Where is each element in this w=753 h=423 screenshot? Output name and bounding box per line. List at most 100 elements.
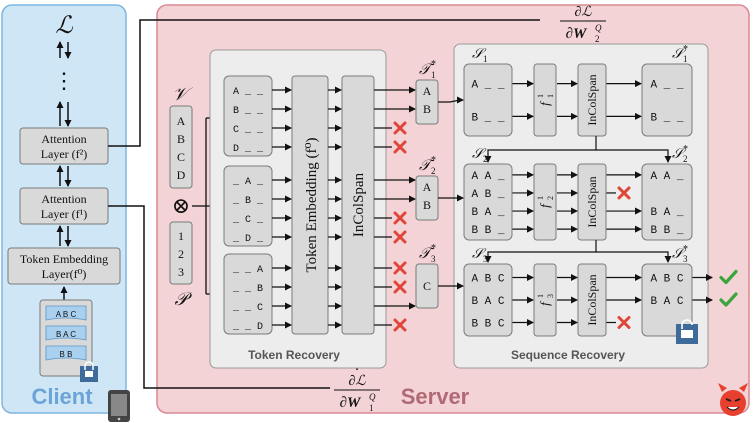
seq-output-item: B A _ <box>650 207 683 219</box>
token-candidate: _ B _ <box>232 196 264 207</box>
token-embedding-label: Token Embedding (f⁰) <box>304 138 320 273</box>
seq-input-item: B A _ <box>471 207 504 219</box>
seq-input-item: A B _ <box>471 189 504 201</box>
token-recovery-title: Token Recovery <box>248 348 340 362</box>
client-label: Client <box>31 384 93 409</box>
check-icon <box>719 269 738 285</box>
position-item-2: 2 <box>178 247 184 261</box>
gradient-bottom-label: ∂ℒ ∂W Q 1 <box>334 374 380 413</box>
token-candidate: _ A _ <box>232 177 264 188</box>
seq-output-box <box>641 263 693 337</box>
t-set-sup: * <box>431 155 436 166</box>
seq-incolspan-label: InColSpan <box>585 74 599 125</box>
token-candidate: D _ _ <box>233 144 264 155</box>
sequence-recovery-title: Sequence Recovery <box>511 348 625 362</box>
seq-output-item: B B _ <box>650 225 683 237</box>
t-set-item: A <box>423 84 432 98</box>
token-candidate: _ D _ <box>232 234 264 245</box>
client-lock-icon <box>80 361 98 382</box>
check-icon <box>719 292 738 307</box>
seq-s-sub: 2 <box>483 154 488 164</box>
seq-star-sub: 3 <box>683 254 688 264</box>
sequence-lock-icon <box>676 319 698 344</box>
seq-s-sub: 1 <box>483 54 488 64</box>
reject-cross-icon <box>393 121 407 135</box>
grad-bot-numerator: ∂ℒ <box>348 374 366 389</box>
client-doc-line-3: B B <box>60 350 73 359</box>
reject-cross-icon <box>393 140 407 154</box>
client-loss: ℒ <box>55 13 73 39</box>
vocab-item-b: B <box>177 132 185 146</box>
seq-f-sup: 1 <box>536 196 545 200</box>
t-set-item: C <box>423 279 431 293</box>
position-item-1: 1 <box>178 229 184 243</box>
seq-star-sup: * <box>683 244 688 255</box>
token-candidate: A _ _ <box>233 87 264 98</box>
seq-star-sub: 1 <box>683 54 688 64</box>
attention-layer-1-line2: Layer (f¹) <box>41 207 88 221</box>
token-group-3 <box>223 253 273 335</box>
token-arrows <box>272 86 416 329</box>
vocab-box <box>169 105 193 189</box>
token-outputs <box>393 121 407 332</box>
phone-icon <box>108 390 130 422</box>
seq-incolspan-box <box>577 63 607 137</box>
token-embedding-line2: Layer(f⁰) <box>42 267 87 281</box>
token-embedding-line1: Token Embedding <box>20 252 108 266</box>
client-doc-line-2: B A C <box>56 330 76 339</box>
token-candidate: _ _ C <box>232 303 263 314</box>
seq-output-box <box>641 163 693 241</box>
seq-incolspan-box <box>577 263 607 337</box>
token-group-texts: A _ _ B _ _ C _ _ D _ _ _ A _ _ B _ _ C _ _ D _… <box>232 87 264 333</box>
seq-star-sub: 2 <box>683 154 688 164</box>
t-to-s-arrows <box>438 96 672 290</box>
seq-f-text: f <box>537 202 552 208</box>
seq-output-item: B _ _ <box>650 112 683 124</box>
token-candidate: _ _ A <box>232 265 263 276</box>
grad-top-sub: 2 <box>595 34 600 44</box>
seq-f-sub: 3 <box>546 294 555 298</box>
t-set-item: A <box>423 180 432 194</box>
grad-bot-sup: Q <box>369 392 376 402</box>
token-candidate: B _ _ <box>233 106 264 117</box>
seq-incolspan-label: InColSpan <box>585 274 599 325</box>
reject-cross-icon <box>393 280 407 294</box>
seq-input-item: B _ _ <box>471 112 504 124</box>
token-candidate: _ _ B <box>232 284 263 295</box>
t-set-sup: * <box>431 243 436 254</box>
seq-input-item: A _ _ <box>471 80 504 92</box>
vocab-item-d: D <box>177 168 186 182</box>
t-set-sub: 3 <box>431 254 436 264</box>
grad-top-sup: Q <box>595 23 602 33</box>
attention-layer-1-line1: Attention <box>41 192 86 206</box>
token-candidate: C _ _ <box>233 125 264 136</box>
t-set-sup: * <box>431 59 436 70</box>
grad-bot-denominator: ∂W <box>340 395 362 411</box>
seq-f-box <box>533 163 557 241</box>
token-incolspan-label: InColSpan <box>351 172 367 237</box>
seq-input-box <box>463 263 513 337</box>
token-candidate: _ _ D <box>232 322 263 333</box>
seq-f-box <box>533 263 557 337</box>
seq-f-box <box>533 63 557 137</box>
seq-input-item: A A _ <box>471 171 504 183</box>
vocab-item-a: A <box>177 114 186 128</box>
token-embedding-layer-box <box>7 247 121 285</box>
client-arrows-mid <box>56 101 72 127</box>
token-candidate: _ C _ <box>232 215 264 226</box>
gradient-top-label: ∂ℒ ∂W Q 2 <box>560 5 606 44</box>
grad-bot-sub: 1 <box>369 403 374 413</box>
reject-cross-icon <box>393 230 407 244</box>
position-item-3: 3 <box>178 265 184 279</box>
token-embedding-box <box>291 75 329 335</box>
seq-f-sub: 1 <box>546 94 555 98</box>
t-set-sub: 2 <box>431 166 436 176</box>
seq-input-item: A B C <box>471 274 504 286</box>
vocab-item-c: C <box>177 150 185 164</box>
seq-input-box <box>463 63 513 137</box>
token-group-1 <box>223 75 273 157</box>
